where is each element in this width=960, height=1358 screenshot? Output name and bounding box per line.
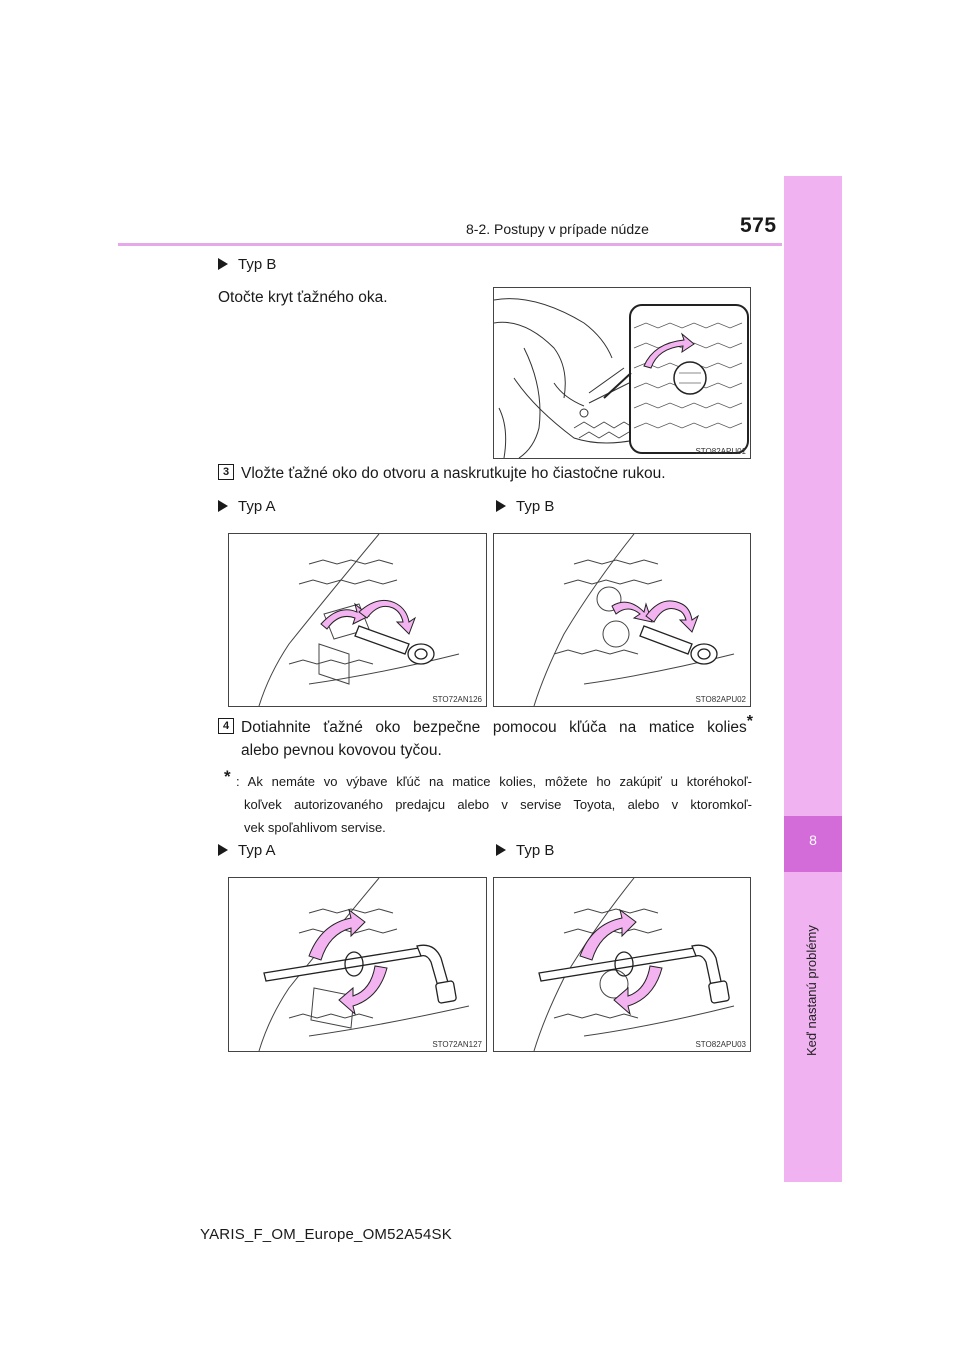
document-id: YARIS_F_OM_Europe_OM52A54SK [200,1226,452,1243]
figure-drawing [533,878,735,1051]
figure-drawing [258,878,470,1051]
type-a-label: Typ A [218,842,276,859]
type-label: Typ B [218,256,276,273]
figure-code: STO82APU01 [695,447,746,456]
section-title: 8-2. Postupy v prípade núdze [466,221,649,237]
figure-drawing [533,534,735,706]
figure-tighten-eye-type-a: STO72AN127 [228,877,487,1052]
figure-code: STO82APU02 [695,695,746,704]
step-number-box: 3 [218,464,234,480]
step-text: Vložte ťažné oko do otvoru a naskrutkujt… [241,465,666,482]
header-rule [118,243,782,246]
chapter-side-tab [784,176,842,1182]
step-text-line2: alebo pevnou kovovou tyčou. [241,742,442,759]
note-line1: : Ak nemáte vo výbave kľúč na matice kol… [236,774,752,789]
chapter-title: Keď nastanú problémy [804,925,819,1056]
chapter-number-tab [784,816,842,872]
step-text: Dotiahnite ťažné oko bezpečne pomocou kľ… [241,719,747,736]
figure-rotate-cover: STO82APU01 [493,287,751,459]
figure-code: STO82APU03 [695,1040,746,1049]
instruction-text: Otočte kryt ťažného oka. [218,289,388,306]
figure-tighten-eye-type-b: STO82APU03 [493,877,751,1052]
figure-code: STO72AN127 [432,1040,482,1049]
step-number-box: 4 [218,718,234,734]
note-marker: * [224,767,231,786]
figure-code: STO72AN126 [432,695,482,704]
footnote-asterisk: * [746,712,753,730]
type-b-label: Typ B [496,842,554,859]
figure-drawing [258,534,460,706]
figure-drawing [494,298,749,458]
chapter-number: 8 [809,832,817,848]
note-line3: vek spoľahlivom servise. [244,820,386,835]
type-b-label: Typ B [496,498,554,515]
chapter-title-vertical: Keď nastanú problémy [804,876,824,1056]
note-line2: koľvek autorizovaného predajcu alebo v s… [244,797,752,812]
figure-insert-eye-type-b: STO82APU02 [493,533,751,707]
step-text-line1: Dotiahnite ťažné oko bezpečne pomocou kľ… [241,713,753,739]
page-number: 575 [740,214,777,237]
figure-insert-eye-type-a: STO72AN126 [228,533,487,707]
type-a-label: Typ A [218,498,276,515]
